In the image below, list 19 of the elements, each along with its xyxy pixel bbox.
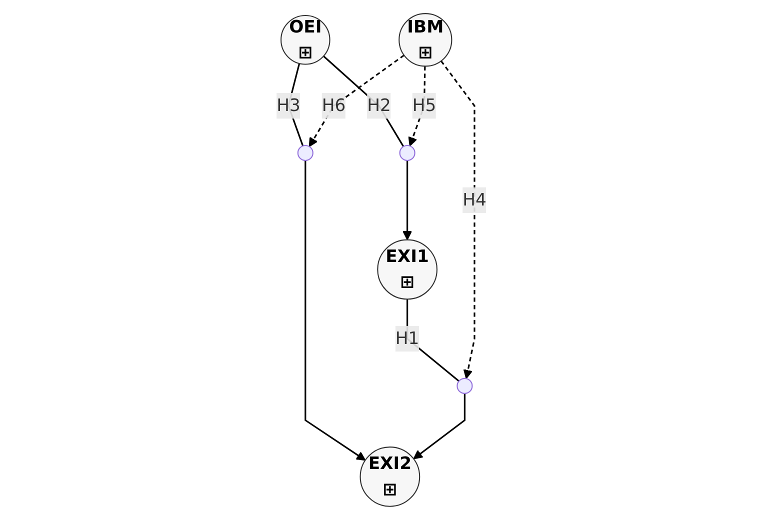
edge-label: H1 [394, 328, 419, 348]
arrow [402, 160, 412, 240]
arrow [304, 160, 366, 461]
node-circle: EXI2 ⊞ [359, 446, 420, 507]
edge-label: H5 [412, 95, 436, 116]
node-circle: EXI1 ⊞ [376, 239, 438, 300]
connector [322, 56, 404, 147]
edge-label: H2 [366, 95, 390, 116]
edge-label: H4 [462, 189, 486, 210]
arrow [308, 54, 404, 148]
node-circle: IBM ⊞ [398, 13, 452, 67]
arrow [412, 393, 466, 460]
arrow [440, 60, 475, 380]
node-circle: OEI ⊞ [280, 15, 330, 65]
node-circle [398, 144, 415, 162]
edge-label: H3 [276, 95, 300, 116]
edge-label: H6 [321, 95, 346, 116]
node-circle [456, 378, 472, 394]
node-circle [296, 144, 313, 162]
